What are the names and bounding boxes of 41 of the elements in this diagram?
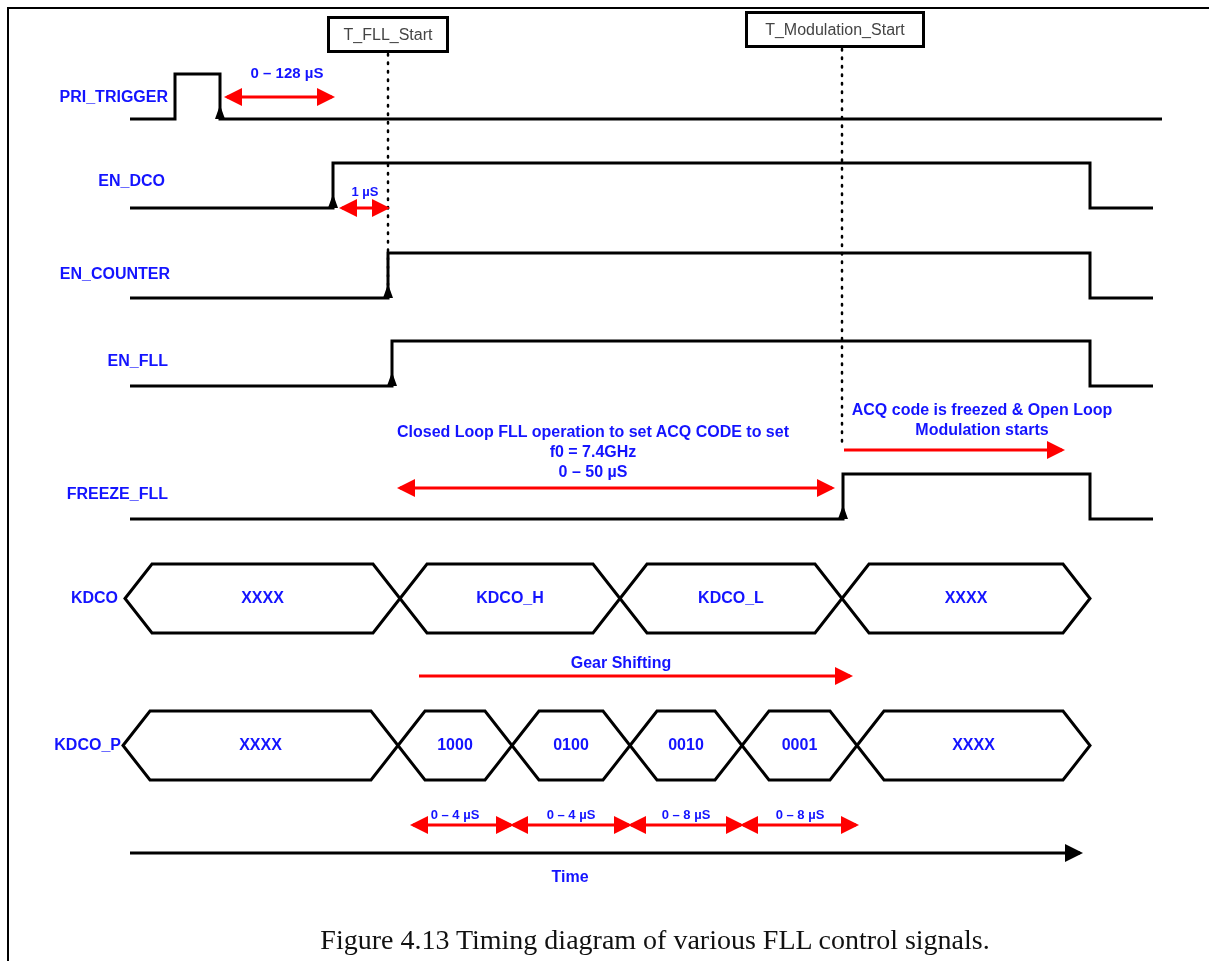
marker-label: T_FLL_Start (327, 16, 449, 53)
bus-segment (742, 710, 857, 780)
figure-caption: Figure 4.13 Timing diagram of various FLL control signals. (320, 924, 990, 956)
bus-segment (630, 710, 742, 780)
bus-value: XXXX (944, 589, 988, 607)
bus-value: 1000 (437, 736, 473, 754)
bus-segment (857, 710, 1090, 780)
signal-name: KDCO (70, 588, 118, 608)
signal-name: EN_DCO (98, 171, 165, 191)
bus-value: 0010 (668, 736, 704, 754)
bus-segment (620, 563, 842, 633)
dimension-label: 1 µS (351, 183, 379, 201)
signal-name: EN_FLL (107, 351, 168, 371)
bus-value: 0100 (553, 736, 589, 754)
annotation-text: ACQ code is freezed & Open Loop Modulation starts (850, 400, 1114, 440)
bus-value: 0001 (781, 736, 818, 754)
signal-name: KDCO_P (54, 735, 121, 755)
marker-label: T_Modulation_Start (745, 11, 925, 48)
dimension-label: 0 – 128 µS (250, 63, 324, 83)
bus-segment (123, 710, 398, 780)
bus-value: KDCO_L (698, 589, 764, 607)
dimension-label: 0 – 8 µS (775, 806, 825, 824)
bus-value: XXXX (239, 736, 282, 754)
dimension-label: 0 – 8 µS (661, 806, 711, 824)
dimension-label: 0 – 4 µS (430, 806, 480, 824)
signal-name: PRI_TRIGGER (59, 87, 168, 107)
bus-value: KDCO_H (476, 589, 544, 607)
bus-value: XXXX (952, 736, 995, 754)
bus-segment (125, 563, 400, 633)
bus-value: XXXX (241, 589, 284, 607)
bus-segment (842, 563, 1090, 633)
signal-name: EN_COUNTER (59, 264, 170, 284)
bus-segment (398, 710, 512, 780)
dimension-label: 0 – 50 µS (558, 462, 628, 482)
axis-title: Time (551, 867, 589, 887)
bus-segment (400, 563, 620, 633)
annotation-text: Gear Shifting (570, 653, 672, 673)
dimension-label: 0 – 4 µS (546, 806, 596, 824)
signal-name: FREEZE_FLL (66, 484, 168, 504)
annotation-text: Closed Loop FLL operation to set ACQ CODE to set f0 = 7.4GHz (396, 422, 790, 462)
bus-segment (512, 710, 630, 780)
